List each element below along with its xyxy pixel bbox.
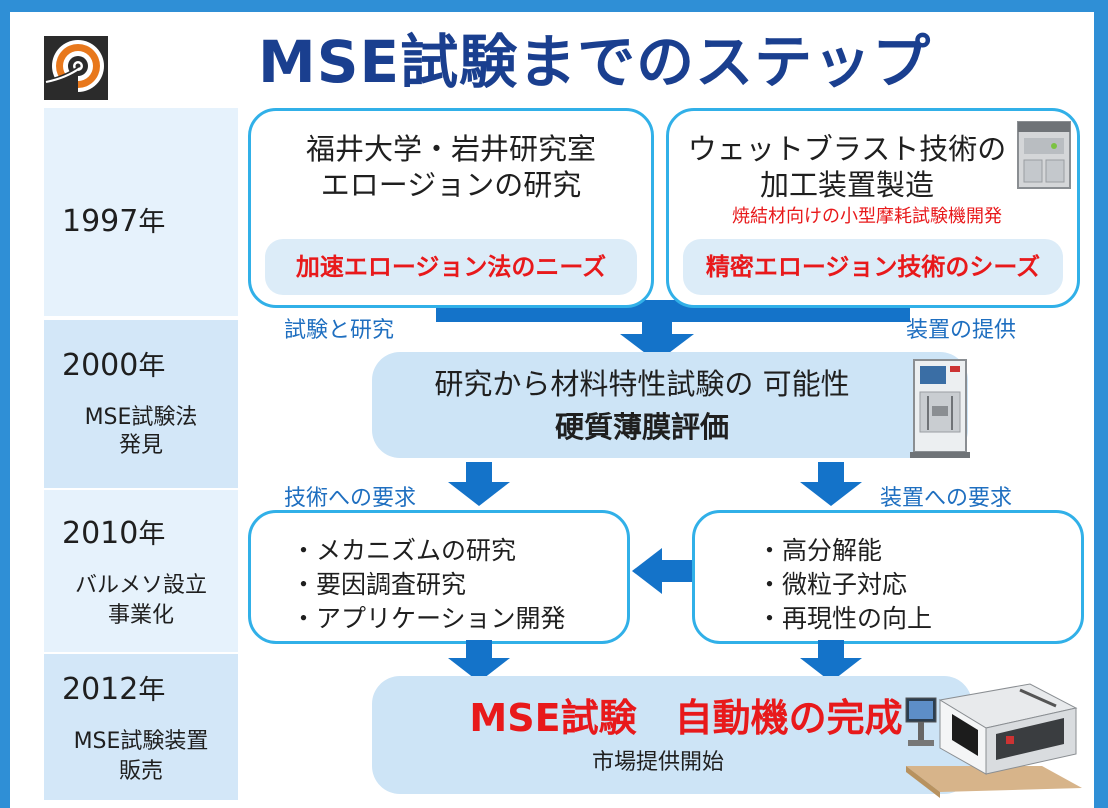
year-caption: バルメソ設立	[74, 573, 207, 598]
list-item: ・アプリケーション開発	[291, 604, 566, 633]
year-caption: 事業化	[107, 603, 174, 628]
list-item: ・高分解能	[757, 536, 883, 565]
year-number: 2010	[62, 516, 139, 551]
needs-label: 加速エロージョン法のニーズ	[295, 253, 607, 281]
possibility-highlight: 硬質薄膜評価	[554, 410, 729, 444]
equipment-request-label: 装置への要求	[880, 486, 1013, 511]
seeds-pill: 精密エロージョン技術のシーズ	[683, 239, 1063, 295]
year-caption: 発見	[118, 433, 163, 458]
year-unit: 年	[138, 207, 166, 238]
seeds-label: 精密エロージョン技術のシーズ	[705, 253, 1041, 281]
right-accent-bar	[1094, 0, 1108, 808]
list-item: ・微粒子対応	[757, 570, 908, 599]
top-accent-bar	[0, 0, 1108, 12]
box-line: 加工装置製造	[759, 168, 934, 202]
left-accent-bar	[0, 0, 10, 808]
list-item: ・再現性の向上	[757, 604, 933, 633]
equipment-requirements-box: ・高分解能 ・微粒子対応 ・再現性の向上	[692, 510, 1084, 644]
final-headline: MSE試験 自動機の完成	[469, 696, 903, 740]
research-label: 試験と研究	[284, 318, 395, 343]
automation-complete-box: MSE試験 自動機の完成 市場提供開始	[372, 676, 972, 794]
year-label: 2000年	[62, 344, 165, 383]
list-item: ・メカニズムの研究	[291, 536, 517, 565]
year-caption: MSE試験法	[84, 405, 198, 430]
year-label: 2010年	[62, 512, 165, 551]
box-line: 福井大学・岩井研究室	[305, 132, 596, 166]
list-item: ・要因調査研究	[291, 570, 467, 599]
year-caption: MSE試験装置	[73, 729, 209, 754]
year-number: 2012	[62, 672, 139, 707]
tech-request-label: 技術への要求	[284, 486, 417, 511]
year-unit: 年	[138, 519, 166, 550]
company-technology-box: ウェットブラスト技術の 加工装置製造 焼結材向けの小型摩耗試験機開発 精密エロー…	[666, 108, 1080, 308]
final-subtitle: 市場提供開始	[591, 750, 724, 775]
year-unit: 年	[138, 351, 166, 382]
year-number: 1997	[62, 204, 139, 239]
timeline-cell-2000: 2000年 MSE試験法 発見	[44, 320, 238, 488]
possibility-box: 研究から材料特性試験の 可能性 硬質薄膜評価	[372, 352, 968, 458]
year-number: 2000	[62, 348, 139, 383]
equipment-label: 装置の提供	[906, 318, 1017, 343]
needs-pill: 加速エロージョン法のニーズ	[265, 239, 637, 295]
timeline-cell-1997: 1997年	[44, 108, 238, 316]
automated-machine-icon	[905, 683, 1082, 798]
test-machine-icon	[910, 359, 970, 458]
year-label: 1997年	[62, 200, 165, 239]
possibility-line: 研究から材料特性試験の 可能性	[434, 367, 850, 401]
university-research-box: 福井大学・岩井研究室 エロージョンの研究 加速エロージョン法のニーズ	[248, 108, 654, 308]
page-title: MSE試験までのステップ	[258, 28, 932, 96]
year-caption: 販売	[118, 759, 163, 784]
box-note: 焼結材向けの小型摩耗試験機開発	[732, 206, 1002, 227]
box-line: ウェットブラスト技術の	[687, 132, 1007, 166]
year-unit: 年	[138, 675, 166, 706]
timeline-cell-2010: 2010年 バルメソ設立 事業化	[44, 490, 238, 652]
blast-machine-icon	[1017, 121, 1071, 189]
logo-icon	[44, 36, 108, 100]
box-line: エロージョンの研究	[320, 168, 582, 202]
timeline-cell-2012: 2012年 MSE試験装置 販売	[44, 654, 238, 800]
year-label: 2012年	[62, 668, 165, 707]
research-topics-box: ・メカニズムの研究 ・要因調査研究 ・アプリケーション開発	[248, 510, 630, 644]
